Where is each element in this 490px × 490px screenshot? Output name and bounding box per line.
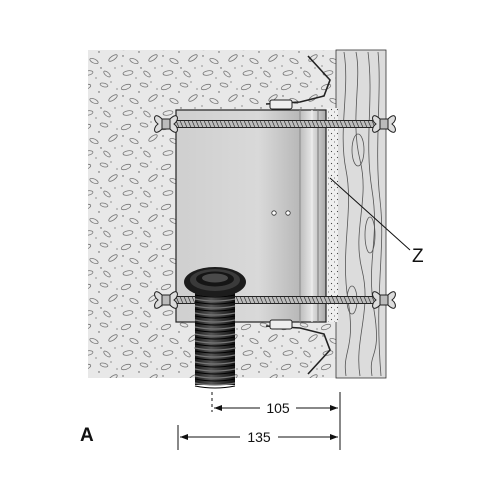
- dim-135-arrow-left: [180, 434, 188, 440]
- callout-leader: [329, 177, 411, 251]
- bottom-left-wing-nut: [154, 291, 178, 309]
- dim-135-arrow-right: [330, 434, 338, 440]
- top-right-wing-nut: [372, 115, 396, 133]
- top-threaded-rod: [165, 120, 389, 128]
- wood-board: [335, 49, 387, 379]
- callout-z-label: Z: [412, 246, 424, 267]
- plaster-layer: [326, 108, 338, 322]
- dimension-lines: [177, 392, 341, 450]
- corrugated-conduit: [184, 267, 246, 389]
- top-clip: [269, 99, 293, 110]
- dim-105-label: 105: [266, 400, 290, 416]
- dim-135-label: 135: [247, 429, 271, 445]
- threaded-rods: [154, 115, 396, 309]
- bottom-clip: [269, 319, 293, 330]
- dim-105-arrow-right: [330, 405, 338, 411]
- figure-label: A: [80, 425, 94, 446]
- top-left-wing-nut: [154, 115, 178, 133]
- bottom-right-wing-nut: [372, 291, 396, 309]
- dim-105-arrow-left: [214, 405, 222, 411]
